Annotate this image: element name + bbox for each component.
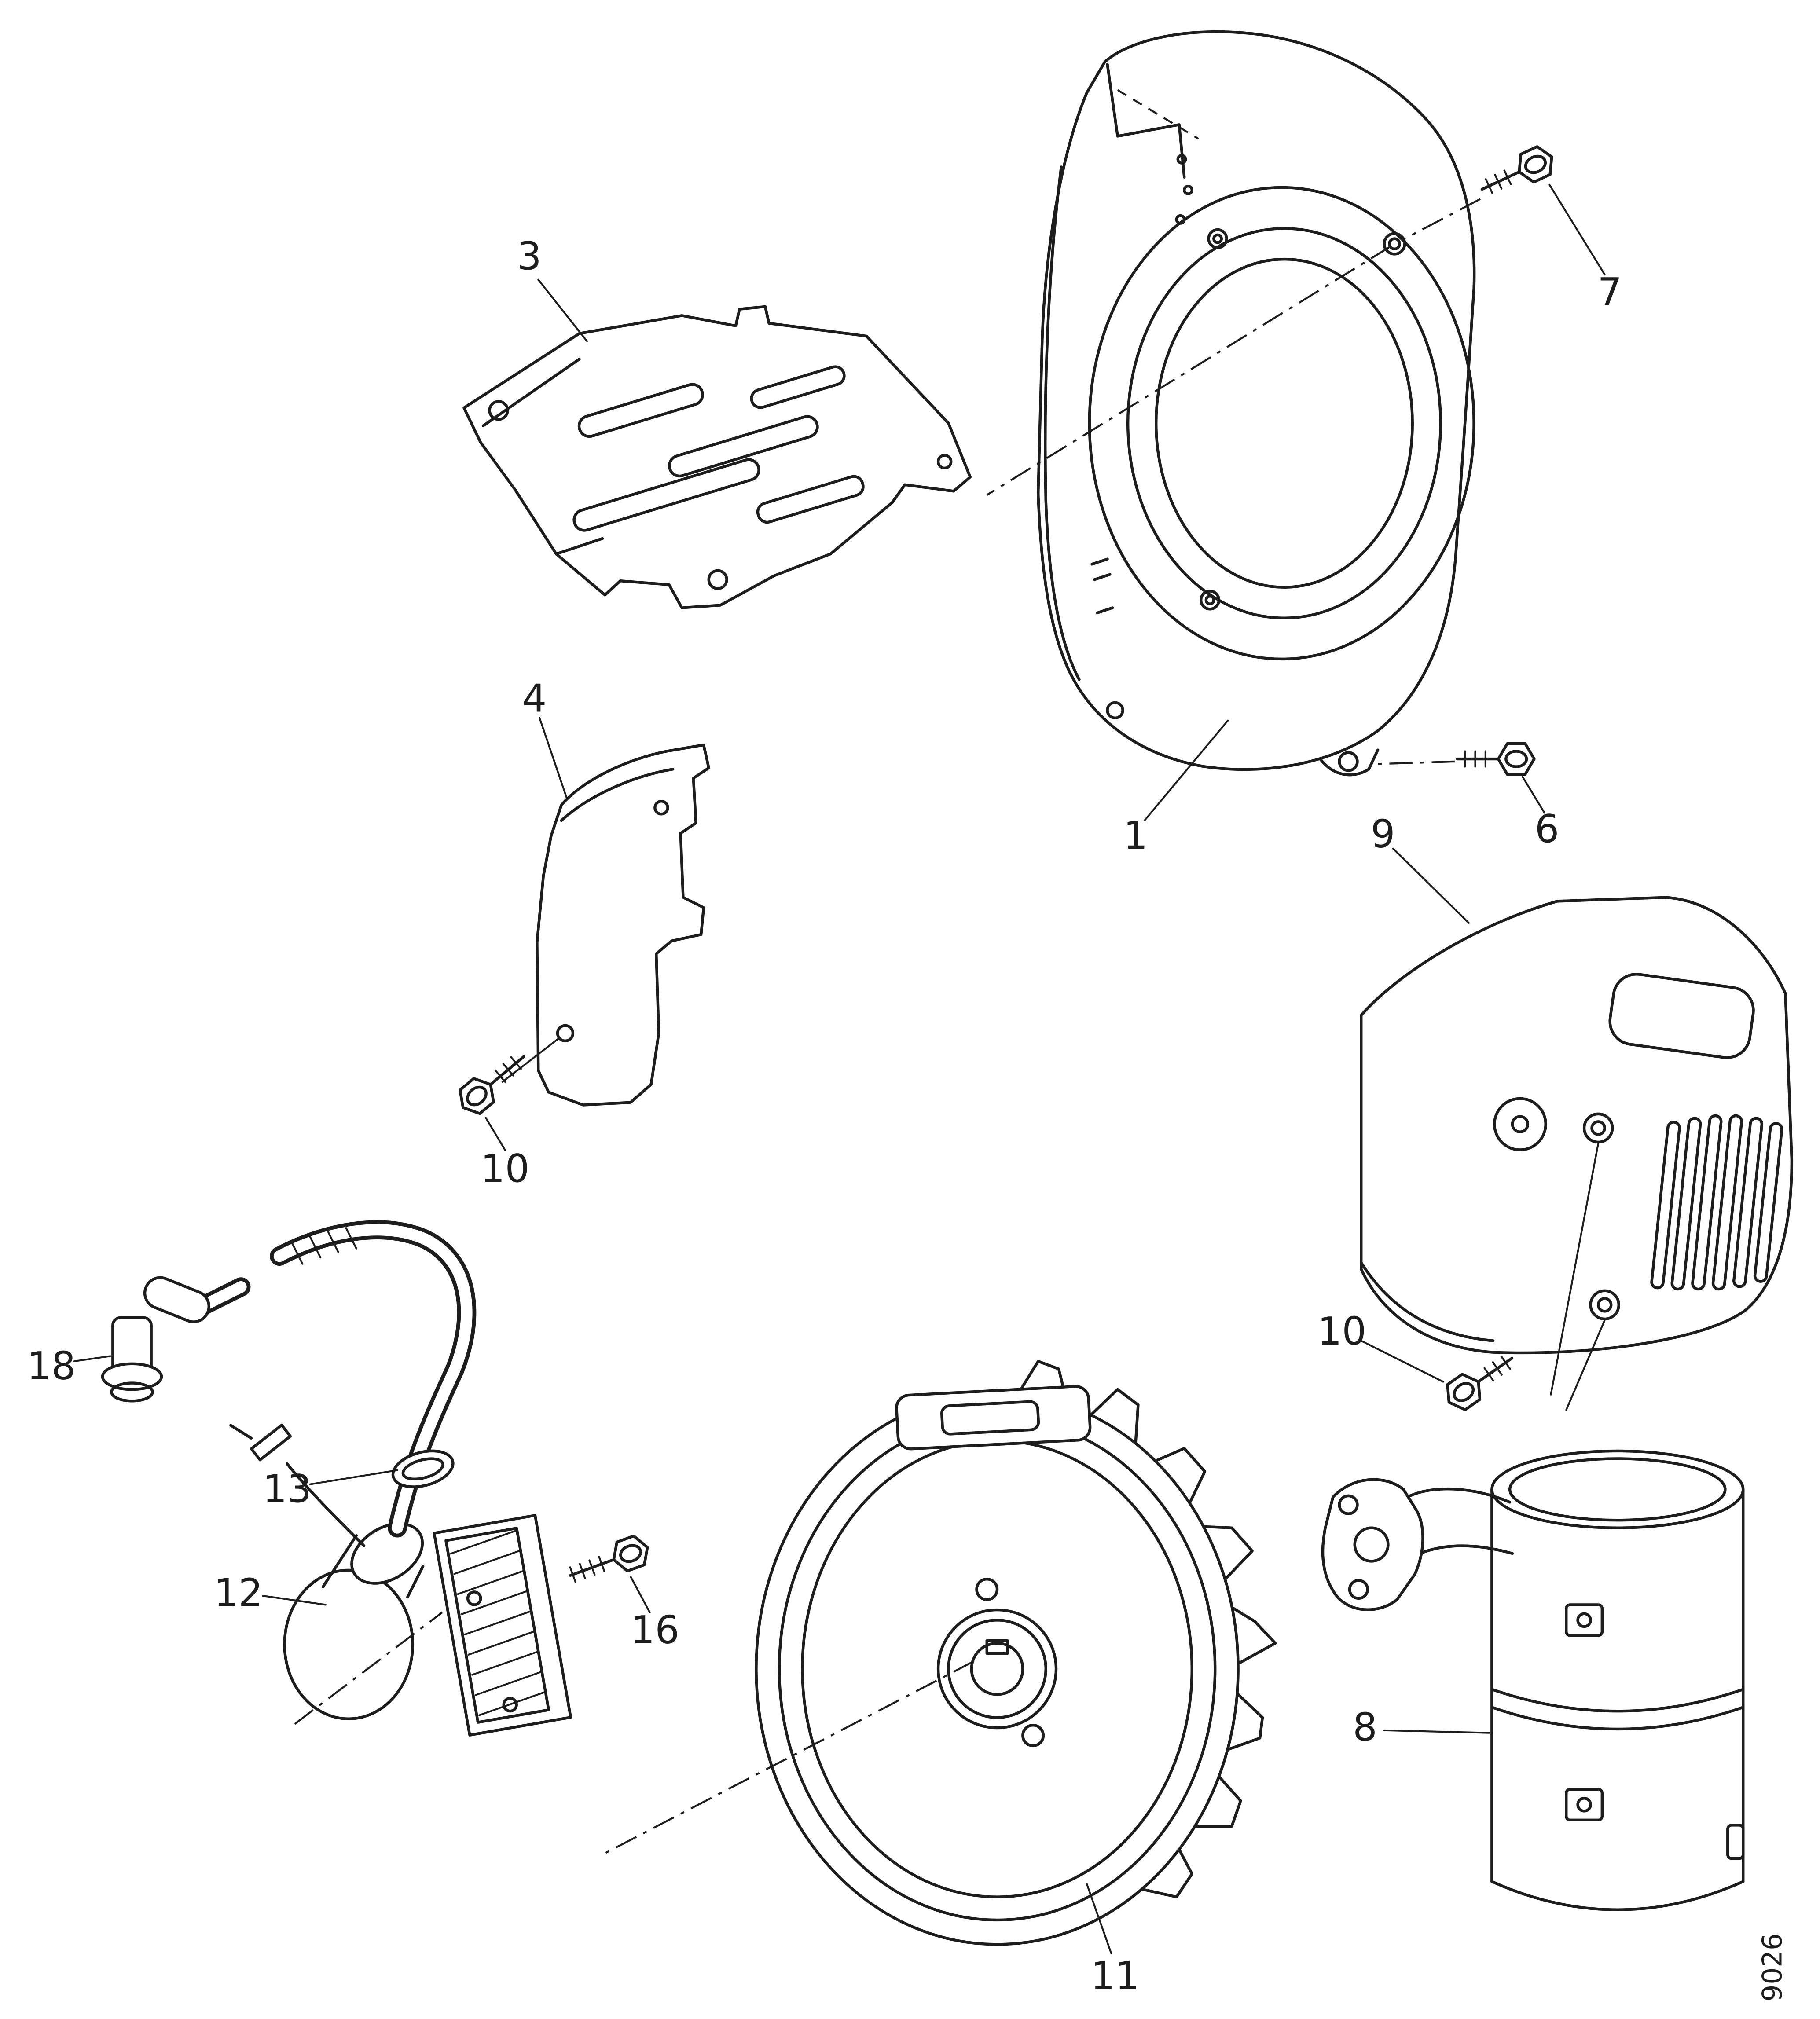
wire-stripe-marks xyxy=(291,1227,357,1265)
bolt-10-muffler-cover xyxy=(1446,1355,1514,1411)
part-label-3: 3 xyxy=(517,234,542,278)
part-label-6: 6 xyxy=(1535,806,1559,851)
part-label-1: 1 xyxy=(1123,813,1148,858)
part-label-13: 13 xyxy=(263,1466,312,1511)
coil-core-hatching xyxy=(450,1529,547,1716)
centerline-fan-cover xyxy=(986,246,1391,496)
muffler-cover-louvers xyxy=(1650,1114,1783,1291)
bolt-7-fan-cover-top xyxy=(1480,145,1553,194)
spark-plug-cap-drawing xyxy=(101,1276,251,1403)
part-label-16: 16 xyxy=(631,1608,679,1653)
part-label-8: 8 xyxy=(1353,1705,1377,1750)
part-label-7: 7 xyxy=(1598,270,1622,315)
part-label-10-bracket: 10 xyxy=(481,1146,529,1191)
part-label-4: 4 xyxy=(522,676,547,721)
muffler-drawing xyxy=(1321,1449,1745,1911)
centerline-bolt-6 xyxy=(1374,760,1455,765)
bolt-10-bracket xyxy=(459,1055,525,1115)
drawing-code: 9026 xyxy=(1757,1933,1788,2002)
part-label-12: 12 xyxy=(214,1570,263,1615)
bolt-16-coil xyxy=(569,1534,649,1583)
heat-shield-rib-slots xyxy=(572,365,865,532)
part-label-10-muffler: 10 xyxy=(1317,1309,1366,1354)
part-label-18: 18 xyxy=(27,1344,76,1389)
heat-shield-drawing xyxy=(462,305,972,609)
part-label-9: 9 xyxy=(1371,812,1395,857)
muffler-cover-drawing xyxy=(1360,896,1794,1411)
bolt-6-fan-cover-bottom xyxy=(1456,742,1536,776)
part-label-11: 11 xyxy=(1090,1953,1139,1998)
leader-lines xyxy=(73,184,1606,1954)
centerline-bolt-7 xyxy=(1404,198,1481,240)
ignition-coil-assembly-drawing xyxy=(101,1220,572,1737)
centerline-flywheel xyxy=(599,1660,975,1857)
bracket-drawing xyxy=(501,743,710,1107)
flywheel-drawing xyxy=(755,1359,1277,1946)
fan-cover-drawing xyxy=(1037,30,1476,777)
